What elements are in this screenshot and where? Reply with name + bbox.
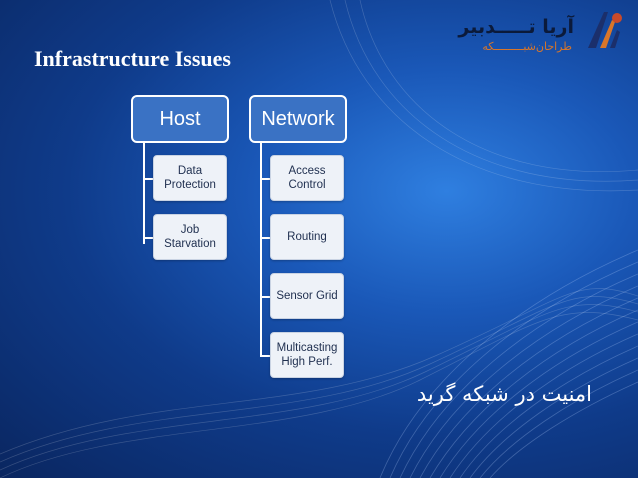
network-item-label: Sensor Grid <box>276 290 338 302</box>
slide-title: Infrastructure Issues <box>34 46 231 71</box>
network-header-label: Network <box>261 107 335 130</box>
host-connector-tick <box>143 237 153 239</box>
network-connector-tick <box>260 296 270 298</box>
footer-caption: امنیت در شبکه گرید <box>416 382 592 406</box>
network-item-routing: Routing <box>270 214 344 260</box>
host-item-job-starvation: Job Starvation <box>153 214 227 260</box>
network-item-sensor-grid: Sensor Grid <box>270 273 344 319</box>
logo-brand-text: آریا تـــــدبیر <box>458 16 574 38</box>
network-item-access-control: Access Control <box>270 155 344 201</box>
host-item-label: Data Protection <box>164 165 216 191</box>
network-item-label: Access Control <box>288 165 326 191</box>
host-header-label: Host <box>159 107 201 130</box>
network-connector-line <box>260 143 262 356</box>
network-connector-tick <box>260 178 270 180</box>
network-connector-tick <box>260 355 270 357</box>
logo-mark-icon <box>588 12 622 48</box>
network-item-label: Routing <box>287 231 327 243</box>
host-item-label: Job Starvation <box>164 224 216 250</box>
network-item-multicasting: Multicasting High Perf. <box>270 332 344 378</box>
network-connector-tick <box>260 237 270 239</box>
network-header-box: Network <box>249 95 347 143</box>
host-item-data-protection: Data Protection <box>153 155 227 201</box>
network-item-label: Multicasting High Perf. <box>276 342 338 368</box>
host-connector-tick <box>143 178 153 180</box>
logo-sub-text: طراحان‌شبـــــــــکه <box>482 40 572 53</box>
company-logo: آریا تـــــدبیر طراحان‌شبـــــــــکه <box>409 8 624 54</box>
host-header-box: Host <box>131 95 229 143</box>
host-connector-line <box>143 143 145 244</box>
